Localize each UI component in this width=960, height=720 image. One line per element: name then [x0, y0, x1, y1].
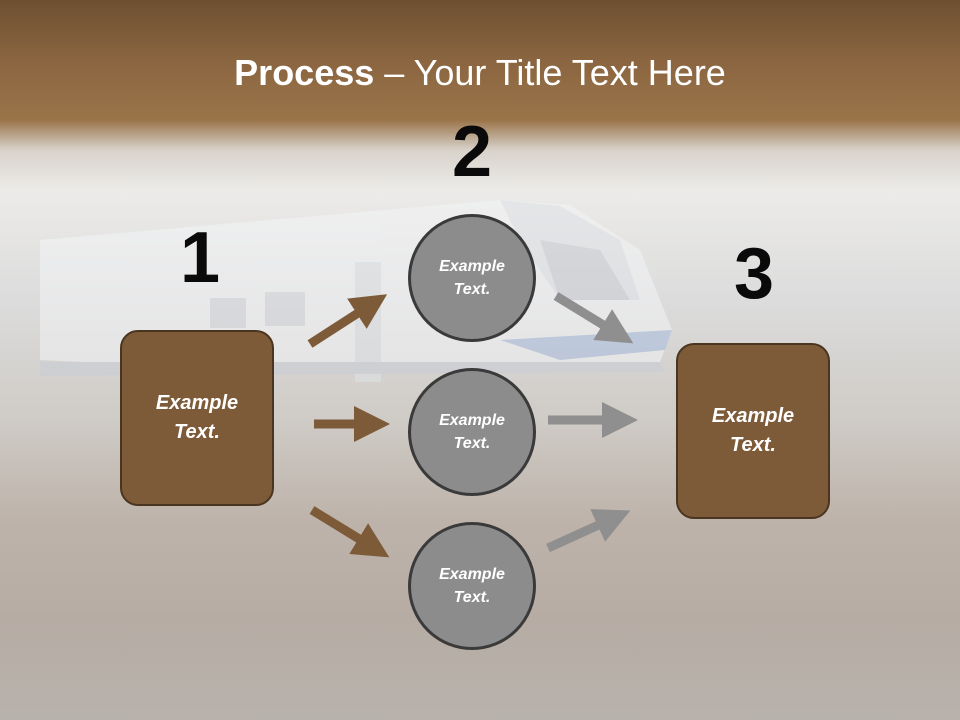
circle-bottom-line2: Text. — [453, 589, 491, 606]
title-bold: Process — [234, 52, 375, 93]
circle-middle-line1: Example — [439, 411, 505, 429]
circle-top-line2: Text. — [453, 281, 491, 298]
step-number-2: 2 — [451, 112, 493, 192]
step-number-3: 3 — [733, 234, 775, 314]
arrow-left-to-top — [307, 294, 388, 348]
slide-title: Process – Your Title Text Here — [0, 52, 960, 94]
left-box-line2: Text. — [174, 421, 220, 443]
arrow-bottom-to-right — [546, 509, 631, 553]
left-box-line1: Example — [155, 392, 239, 414]
right-box-line2: Text. — [730, 434, 776, 456]
circle-top-line1: Example — [439, 257, 505, 275]
right-box-line1: Example — [711, 405, 795, 427]
arrow-left-to-bottom — [309, 506, 390, 558]
circle-bottom-line1: Example — [439, 565, 505, 583]
arrow-top-to-right — [553, 292, 634, 344]
title-rest: – Your Title Text Here — [374, 52, 726, 93]
step-number-1: 1 — [179, 218, 221, 298]
circle-middle-line2: Text. — [453, 435, 491, 452]
